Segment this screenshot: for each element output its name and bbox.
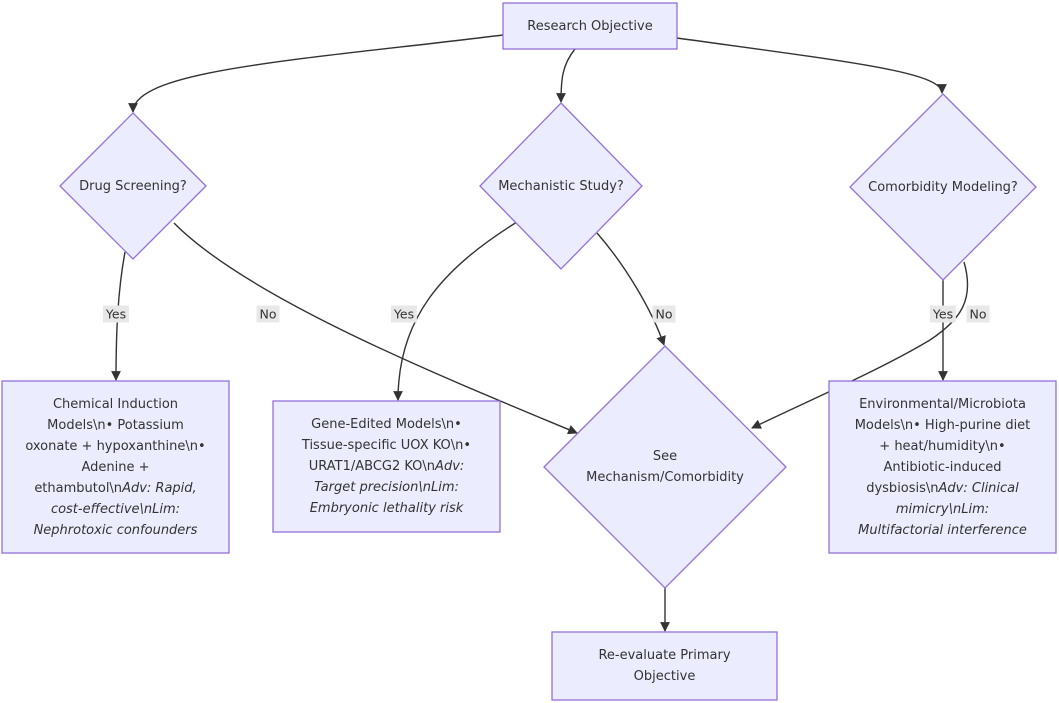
environmental-label: Environmental/Microbiota Models\n• High-… (829, 381, 1056, 553)
chemical-induction-line-6: cost-effective\nLim: (51, 499, 180, 520)
node-mechanistic-study (479, 102, 643, 270)
environmental-line-5: dysbiosis\nAdv: Clinical (866, 478, 1019, 499)
environmental-line-6: mimicry\nLim: (896, 499, 989, 520)
environmental-line-5b: Adv: Clinical (938, 480, 1019, 496)
edge-label-drug-no: No (256, 305, 280, 323)
gene-edited-line-4-text: Target precision\nLim: (314, 480, 459, 495)
gene-edited-line-4: Target precision\nLim: (314, 477, 459, 498)
environmental-line-2: Models\n• High-purine diet (854, 417, 1031, 433)
gene-edited-line-2: Tissue-specific UOX KO\n• (301, 438, 472, 453)
gene-edited-line-5-text: Embryonic lethality risk (309, 501, 464, 516)
edge-label-comorbidity-no: No (966, 305, 990, 323)
environmental-line-1: Environmental/Microbiota (859, 396, 1026, 412)
gene-edited-line-3a: URAT1/ABCG2 KO\n (308, 459, 436, 474)
gene-edited-line-5: Embryonic lethality risk (310, 498, 464, 519)
edge-mechanistic-no (596, 232, 666, 346)
edge-comorbidity-no (751, 261, 969, 429)
gene-edited-label: Gene-Edited Models\n• Tissue-specific UO… (273, 401, 500, 532)
gene-edited-line-3: URAT1/ABCG2 KO\nAdv: (309, 456, 465, 477)
chemical-induction-line-7: Nephrotoxic confounders (34, 520, 198, 541)
mechanistic-study-label: Mechanistic Study? (480, 176, 642, 197)
drug-screening-label: Drug Screening? (60, 176, 206, 197)
reevaluate-line-1: Re-evaluate Primary (598, 648, 731, 663)
chemical-induction-line-5a: ethambutol\n (34, 480, 123, 496)
mechanistic-study-text: Mechanistic Study? (498, 179, 624, 194)
drug-screening-text: Drug Screening? (79, 179, 187, 194)
node-drug-screening (59, 112, 207, 260)
comorbidity-modeling-text: Comorbidity Modeling? (868, 180, 1018, 195)
chemical-induction-line-5: ethambutol\nAdv: Rapid, (34, 478, 196, 499)
reevaluate-label: Re-evaluate Primary Objective (552, 632, 777, 700)
chemical-induction-line-5b: Adv: Rapid, (122, 480, 197, 496)
edge-objective-to-drug (128, 34, 504, 113)
gene-edited-line-1: Gene-Edited Models\n• (311, 417, 462, 432)
node-research-objective (502, 2, 678, 50)
edge-label-mechanistic-no: No (652, 305, 676, 323)
edge-mechanistic-yes (393, 221, 518, 401)
chemical-induction-line-2: Models\n• Potassium (47, 417, 184, 433)
chemical-induction-label: Chemical Induction Models\n• Potassium o… (2, 381, 229, 553)
edge-label-drug-yes: Yes (102, 305, 130, 323)
chemical-induction-line-4: Adenine + (81, 459, 150, 475)
environmental-line-7-text: Multifactorial interference (858, 522, 1027, 538)
reevaluate-line-2: Objective (633, 669, 696, 684)
edge-drug-no (173, 222, 578, 435)
research-objective-text: Research Objective (527, 18, 653, 34)
research-objective-label: Research Objective (503, 3, 677, 49)
gene-edited-line-3b: Adv: (435, 459, 465, 474)
edge-label-comorbidity-yes: Yes (929, 305, 957, 323)
chemical-induction-line-6-text: cost-effective\nLim: (50, 501, 181, 517)
environmental-line-7: Multifactorial interference (858, 520, 1027, 541)
edge-label-mechanistic-yes: Yes (390, 305, 418, 323)
node-see-mechanism (543, 345, 787, 589)
see-mechanism-line-1: See (652, 449, 678, 464)
environmental-line-6-text: mimicry\nLim: (895, 501, 990, 517)
node-comorbidity-modeling (849, 93, 1037, 281)
node-environmental (828, 380, 1057, 554)
chemical-induction-line-1: Chemical Induction (52, 396, 179, 412)
chemical-induction-line-7-text: Nephrotoxic confounders (33, 522, 198, 538)
environmental-line-5a: dysbiosis\n (866, 480, 939, 496)
node-chemical-induction (1, 380, 230, 554)
see-mechanism-line-2: Mechanism/Comorbidity (586, 470, 744, 485)
edge-objective-to-comorbidity (676, 37, 947, 94)
edge-objective-to-mechanistic (556, 48, 576, 103)
chemical-induction-line-3: oxonate + hypoxanthine\n• (25, 438, 206, 454)
see-mechanism-label: See Mechanism/Comorbidity (560, 446, 770, 488)
environmental-line-3: + heat/humidity\n• (879, 438, 1006, 454)
node-reevaluate (551, 631, 778, 701)
environmental-line-4: Antibiotic-induced (883, 459, 1002, 475)
comorbidity-modeling-label: Comorbidity Modeling? (850, 177, 1036, 198)
node-gene-edited (272, 400, 501, 533)
